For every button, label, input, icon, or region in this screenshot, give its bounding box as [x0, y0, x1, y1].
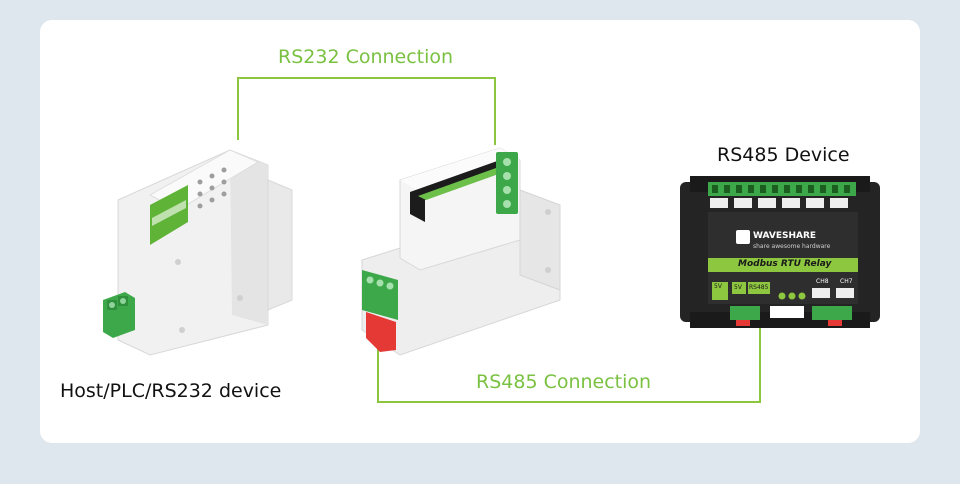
rs232-connection-line	[238, 78, 495, 145]
host-device-label: Host/PLC/RS232 device	[60, 380, 281, 402]
relay-ch7: CH7	[840, 278, 853, 285]
relay-device-image	[680, 176, 880, 328]
rs485-connection-label: RS485 Connection	[476, 371, 651, 393]
rs232-connection-label: RS232 Connection	[278, 46, 453, 68]
relay-brand: WAVESHARE	[753, 231, 816, 241]
host-device-image	[103, 150, 292, 355]
relay-port-rs485: RS485	[749, 284, 768, 291]
rs485-device-label: RS485 Device	[717, 144, 850, 166]
relay-ch8: CH8	[816, 278, 829, 285]
relay-tagline: share awesome hardware	[753, 243, 830, 250]
relay-port-5v-a: 5V	[714, 283, 722, 290]
converter-device-image	[362, 148, 560, 355]
relay-model: Modbus RTU Relay	[738, 259, 831, 269]
relay-port-5v-b: 5V	[734, 284, 742, 291]
